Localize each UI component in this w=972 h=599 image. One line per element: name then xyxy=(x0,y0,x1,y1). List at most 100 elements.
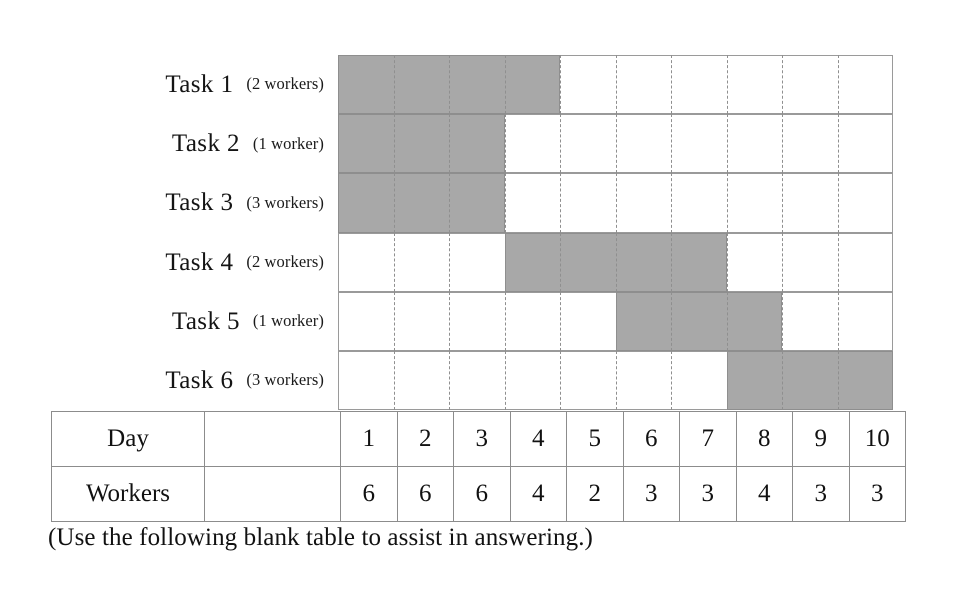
gantt-bar xyxy=(338,114,505,174)
gantt-task-name: Task 3 xyxy=(165,189,234,217)
gantt-task-row: Task 2 (1 worker) xyxy=(0,114,972,174)
gantt-day-divider xyxy=(726,173,728,233)
day-cell: 1 xyxy=(340,411,398,467)
gantt-task-label-block: Task 5 (1 worker) xyxy=(60,292,332,351)
day-cell: 2 xyxy=(396,411,454,467)
gantt-day-divider xyxy=(671,55,672,115)
workers-cell: 4 xyxy=(735,466,793,522)
gantt-bar-outline xyxy=(338,114,505,174)
gantt-day-divider xyxy=(837,351,839,411)
gantt-task-row: Task 3 (3 workers) xyxy=(0,173,972,233)
workers-row-label: Workers xyxy=(51,466,205,522)
day-cell: 6 xyxy=(622,411,680,467)
gantt-day-divider xyxy=(504,55,506,115)
gantt-row-grid xyxy=(338,232,893,292)
gantt-task-label-block: Task 6(3 workers) xyxy=(60,351,332,410)
workers-cell: 6 xyxy=(340,466,398,522)
gantt-task-label-block: Task 3 (3 workers) xyxy=(60,173,332,232)
gantt-day-divider xyxy=(726,351,728,411)
day-cell: 7 xyxy=(679,411,737,467)
day-row-label: Day xyxy=(51,411,205,467)
gantt-row-grid xyxy=(338,55,893,115)
gantt-day-divider xyxy=(504,232,506,292)
gantt-day-divider xyxy=(671,173,672,233)
gantt-task-row: Task 5 (1 worker) xyxy=(0,291,972,351)
gantt-day-divider xyxy=(393,114,395,174)
day-cell: 10 xyxy=(848,411,906,467)
gantt-day-divider xyxy=(726,55,728,115)
gantt-day-divider xyxy=(615,114,617,174)
gantt-day-divider xyxy=(393,232,395,292)
gantt-day-divider xyxy=(671,114,672,174)
workers-row-blank-cell xyxy=(204,466,341,522)
day-cell: 5 xyxy=(566,411,624,467)
gantt-day-divider xyxy=(449,351,450,411)
day-cell: 4 xyxy=(509,411,567,467)
gantt-task-row: Task 4(2 workers) xyxy=(0,232,972,292)
gantt-day-divider xyxy=(837,232,839,292)
gantt-day-divider xyxy=(449,114,450,174)
gantt-task-workers-label: (2 workers) xyxy=(246,74,324,94)
gantt-row-grid xyxy=(338,173,893,233)
gantt-day-divider xyxy=(671,232,672,292)
gantt-day-divider xyxy=(615,291,617,351)
gantt-day-divider xyxy=(449,55,450,115)
gantt-task-name: Task 2 xyxy=(171,130,240,158)
caption-text: (Use the following blank table to assist… xyxy=(48,524,593,551)
gantt-day-divider xyxy=(504,114,506,174)
gantt-day-divider xyxy=(782,173,783,233)
gantt-day-divider xyxy=(560,351,561,411)
gantt-day-divider xyxy=(837,291,839,351)
gantt-day-divider xyxy=(671,351,672,411)
gantt-task-workers-label: (1 worker) xyxy=(252,311,324,331)
gantt-day-divider xyxy=(504,173,506,233)
gantt-day-divider xyxy=(782,114,783,174)
day-row-blank-cell xyxy=(204,411,341,467)
gantt-bar xyxy=(338,173,505,233)
gantt-day-divider xyxy=(504,291,506,351)
gantt-day-divider xyxy=(671,291,672,351)
workers-cell: 3 xyxy=(679,466,737,522)
gantt-day-divider xyxy=(393,291,395,351)
gantt-day-divider xyxy=(726,232,728,292)
workers-cell: 4 xyxy=(509,466,567,522)
gantt-task-name: Task 5 xyxy=(171,307,240,335)
day-cell: 3 xyxy=(453,411,511,467)
gantt-row-grid xyxy=(338,351,893,411)
gantt-bar-outline xyxy=(338,173,505,233)
gantt-task-name: Task 1 xyxy=(165,71,234,99)
gantt-day-divider xyxy=(560,55,561,115)
gantt-day-divider xyxy=(615,232,617,292)
gantt-task-workers-label: (1 worker) xyxy=(252,133,324,153)
day-cell: 8 xyxy=(735,411,793,467)
gantt-row-grid xyxy=(338,114,893,174)
gantt-day-divider xyxy=(560,232,561,292)
gantt-task-row: Task 1 (2 workers) xyxy=(0,55,972,115)
gantt-bar-outline xyxy=(726,351,893,411)
gantt-day-divider xyxy=(560,173,561,233)
gantt-bar-outline xyxy=(615,291,782,351)
gantt-day-divider xyxy=(615,55,617,115)
gantt-day-divider xyxy=(726,291,728,351)
gantt-day-divider xyxy=(560,114,561,174)
gantt-task-label-block: Task 2 (1 worker) xyxy=(60,114,332,173)
gantt-task-workers-label: (3 workers) xyxy=(246,192,324,212)
gantt-task-name: Task 4 xyxy=(165,248,234,276)
gantt-day-divider xyxy=(837,55,839,115)
gantt-day-divider xyxy=(782,232,783,292)
gantt-day-divider xyxy=(837,114,839,174)
workers-cell: 3 xyxy=(622,466,680,522)
gantt-day-divider xyxy=(449,232,450,292)
workers-cell: 3 xyxy=(848,466,906,522)
gantt-day-divider xyxy=(393,351,395,411)
gantt-day-divider xyxy=(837,173,839,233)
workers-cell: 3 xyxy=(792,466,850,522)
gantt-day-divider xyxy=(393,55,395,115)
gantt-day-divider xyxy=(393,173,395,233)
gantt-bar xyxy=(726,351,893,411)
gantt-day-divider xyxy=(782,55,783,115)
gantt-task-label-block: Task 4(2 workers) xyxy=(60,233,332,292)
